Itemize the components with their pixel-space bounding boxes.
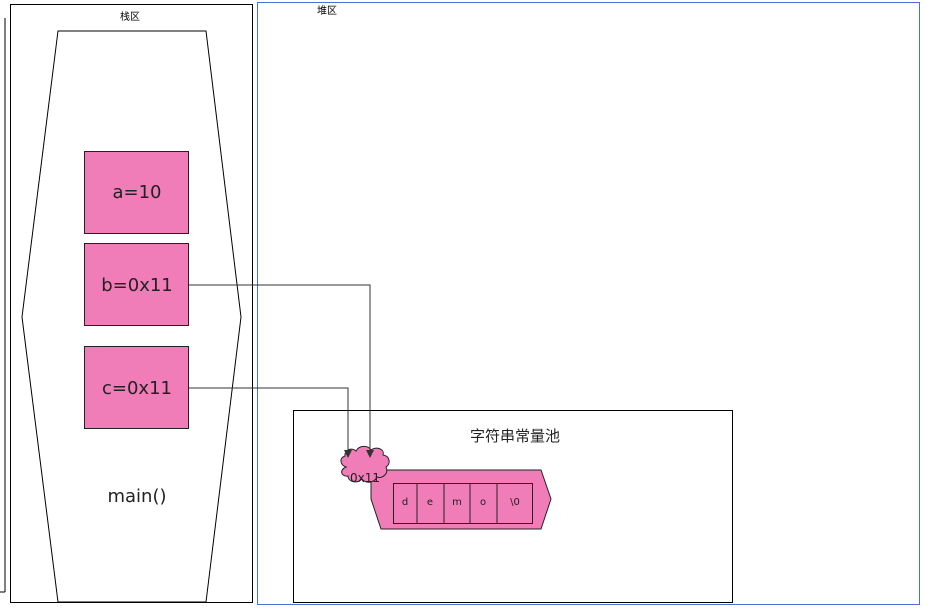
char-cell: e [427, 497, 433, 508]
arrow-b-to-string [189, 284, 374, 458]
cloud-shape [340, 445, 390, 483]
heap-region-border [257, 2, 920, 605]
variable-label: b=0x11 [101, 275, 173, 296]
stack-region-title: 栈区 [120, 10, 140, 23]
main-frame-label: main() [107, 486, 166, 507]
arrow-c-to-string [189, 387, 352, 458]
variable-box [84, 243, 189, 326]
char-cell: \0 [510, 497, 520, 508]
variable-c: c=0x11 [84, 346, 189, 429]
variable-label: a=10 [112, 182, 161, 203]
char-array: d e m o \0 [393, 483, 533, 524]
char-array-border [393, 483, 533, 524]
address-cloud: 0x11 [340, 445, 390, 485]
string-object-shape [370, 469, 552, 530]
heap-region: 堆区 字符串常量池 d e m o \0 0 [257, 2, 920, 605]
variable-label: c=0x11 [102, 378, 172, 399]
string-pool: 字符串常量池 d e m o \0 0x11 [293, 410, 733, 603]
char-cell: d [402, 497, 408, 508]
variable-box [84, 151, 189, 234]
char-cell: o [480, 497, 486, 508]
variable-box [84, 346, 189, 429]
stack-region: 栈区 main() a=10 b=0x11 c=0x11 [10, 4, 253, 603]
char-cell: m [452, 497, 462, 508]
variable-a: a=10 [84, 151, 189, 234]
heap-region-title: 堆区 [317, 5, 337, 17]
variable-b: b=0x11 [84, 243, 189, 326]
address-label: 0x11 [350, 471, 380, 485]
string-pool-title: 字符串常量池 [470, 427, 560, 445]
